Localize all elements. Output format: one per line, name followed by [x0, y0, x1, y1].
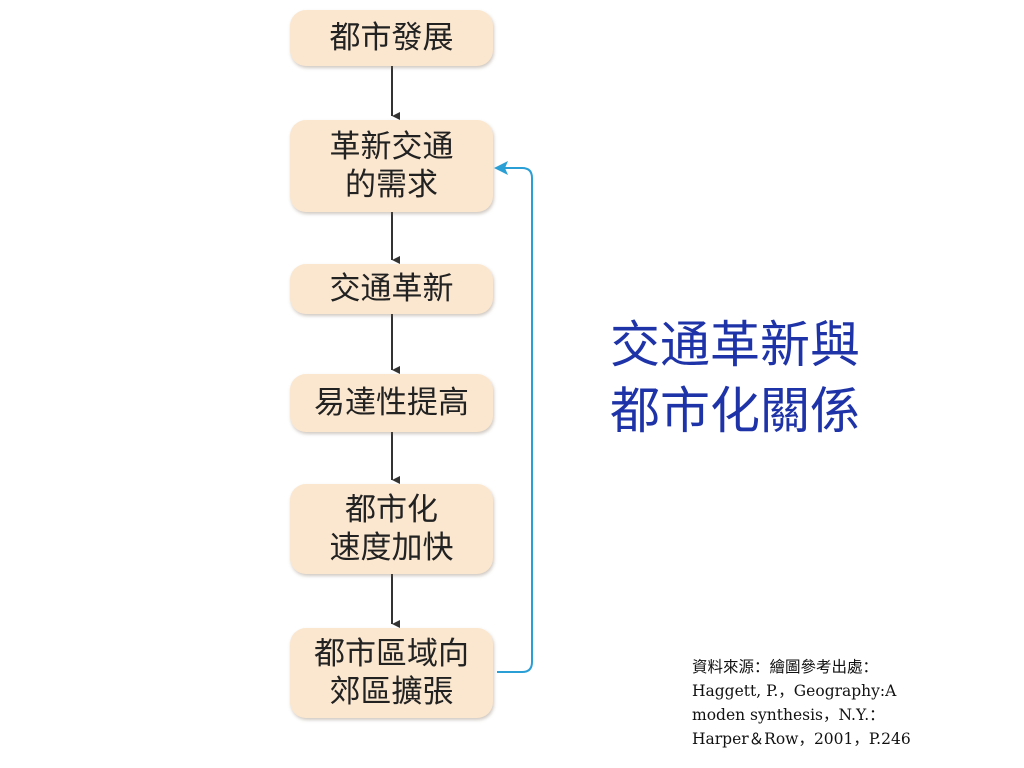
- node-label: 郊區擴張: [329, 674, 454, 710]
- node-label: 都市發展: [329, 20, 454, 56]
- title-line-1: 交通革新與: [610, 316, 860, 374]
- feedback-arrowhead: [494, 161, 508, 175]
- source-line-1: 資料來源：繪圖參考出處：: [692, 658, 879, 676]
- source-line-4: Harper＆Row，2001，P.246: [692, 730, 911, 748]
- node-suburban-expansion: 都市區域向 郊區擴張: [290, 628, 493, 718]
- title-line-2: 都市化關係: [610, 382, 860, 440]
- source-citation: 資料來源：繪圖參考出處： Haggett, P.，Geography:A mod…: [692, 655, 911, 751]
- node-transport-innovation-demand: 革新交通 的需求: [290, 120, 493, 212]
- node-label: 速度加快: [329, 530, 454, 566]
- diagram-title: 交通革新與 都市化關係: [610, 312, 860, 444]
- node-label: 易達性提高: [314, 385, 469, 421]
- source-line-3: moden synthesis，N.Y.：: [692, 706, 885, 724]
- node-label: 革新交通: [329, 129, 454, 165]
- node-urban-development: 都市發展: [290, 10, 493, 66]
- feedback-arrow: [497, 167, 533, 673]
- node-accessibility-increase: 易達性提高: [290, 374, 493, 432]
- node-label: 都市化: [345, 492, 438, 528]
- node-urbanization-acceleration: 都市化 速度加快: [290, 484, 493, 574]
- source-line-2: Haggett, P.，Geography:A: [692, 682, 897, 700]
- node-transport-innovation: 交通革新: [290, 264, 493, 314]
- node-label: 交通革新: [329, 271, 454, 307]
- node-label: 的需求: [345, 167, 438, 203]
- node-label: 都市區域向: [314, 636, 469, 672]
